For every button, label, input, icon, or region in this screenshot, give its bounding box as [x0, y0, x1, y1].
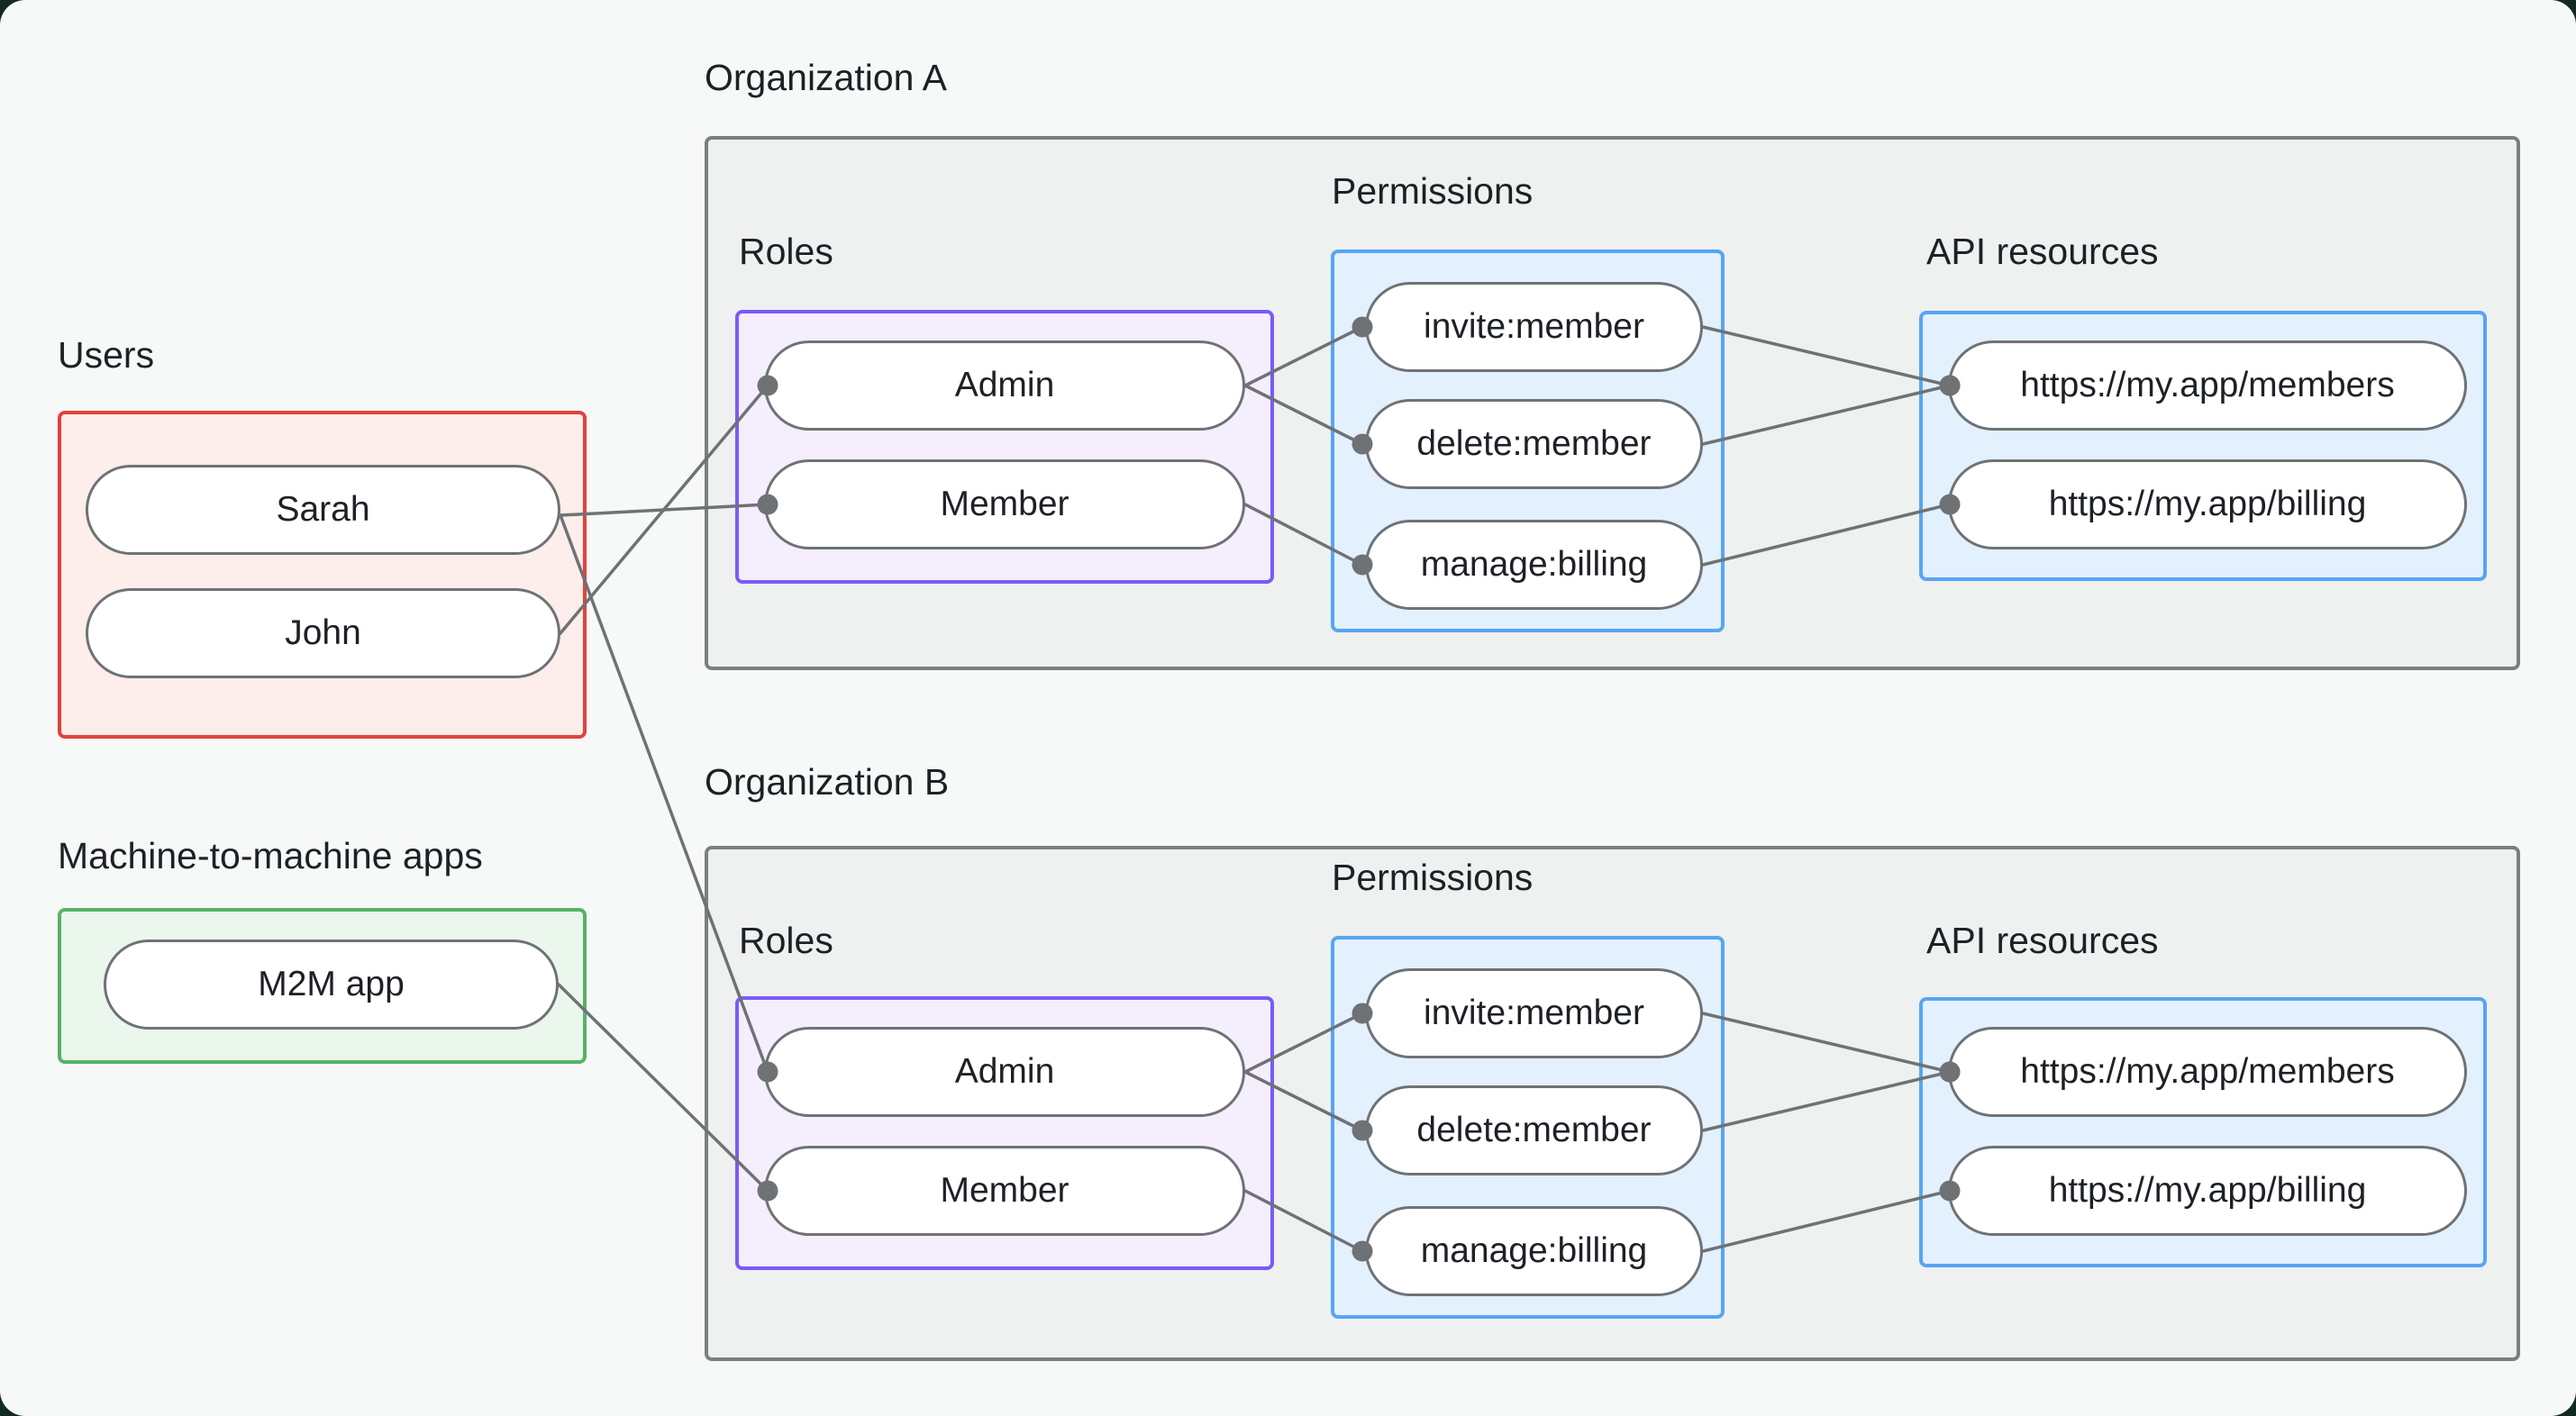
- org-b-role-member: Member: [764, 1146, 1245, 1236]
- org-a-api-members-label: https://my.app/members: [2020, 366, 2395, 404]
- users-group-label: Users: [58, 334, 155, 376]
- m2m-app-node: M2M app: [104, 939, 559, 1030]
- org-b-permission-delete-label: delete:member: [1416, 1111, 1652, 1149]
- org-a-permission-invite-label: invite:member: [1424, 307, 1644, 346]
- org-a-api-billing: https://my.app/billing: [1948, 459, 2467, 549]
- user-node-sarah: Sarah: [86, 465, 560, 555]
- org-a-roles-label: Roles: [739, 231, 833, 272]
- org-b-permission-delete: delete:member: [1365, 1085, 1703, 1175]
- org-b-api-members: https://my.app/members: [1948, 1027, 2467, 1117]
- org-b-title: Organization B: [705, 761, 950, 803]
- org-a-permission-delete-label: delete:member: [1416, 424, 1652, 463]
- org-a-role-member: Member: [764, 459, 1245, 549]
- org-a-permissions-label: Permissions: [1332, 170, 1534, 212]
- org-b-role-admin-label: Admin: [954, 1052, 1055, 1091]
- org-b-permissions-label: Permissions: [1332, 857, 1534, 898]
- org-b-permission-manage: manage:billing: [1365, 1206, 1703, 1296]
- m2m-group-label: Machine-to-machine apps: [58, 835, 483, 876]
- user-node-john-label: John: [285, 613, 361, 652]
- org-b-api-billing: https://my.app/billing: [1948, 1146, 2467, 1236]
- org-a-api-label: API resources: [1926, 231, 2159, 272]
- org-b-permission-manage-label: manage:billing: [1420, 1231, 1648, 1270]
- org-a-title: Organization A: [705, 57, 947, 98]
- users-zone: [58, 411, 587, 739]
- user-node-john: John: [86, 588, 560, 678]
- org-b-api-billing-label: https://my.app/billing: [2048, 1171, 2367, 1210]
- org-a-permission-manage: manage:billing: [1365, 520, 1703, 610]
- org-a-role-admin-label: Admin: [954, 366, 1055, 404]
- org-a-permission-delete: delete:member: [1365, 399, 1703, 489]
- user-node-sarah-label: Sarah: [276, 490, 370, 529]
- org-a-api-members: https://my.app/members: [1948, 340, 2467, 431]
- m2m-app-node-label: M2M app: [258, 965, 405, 1003]
- org-a-api-billing-label: https://my.app/billing: [2048, 485, 2367, 523]
- org-a-permission-invite: invite:member: [1365, 282, 1703, 372]
- org-b-role-member-label: Member: [940, 1171, 1070, 1210]
- org-a-permission-manage-label: manage:billing: [1420, 545, 1648, 584]
- org-b-api-members-label: https://my.app/members: [2020, 1052, 2395, 1091]
- org-b-role-admin: Admin: [764, 1027, 1245, 1117]
- org-b-api-label: API resources: [1926, 920, 2159, 961]
- org-b-permission-invite: invite:member: [1365, 968, 1703, 1058]
- org-a-role-admin: Admin: [764, 340, 1245, 431]
- org-a-role-member-label: Member: [940, 485, 1070, 523]
- org-b-permission-invite-label: invite:member: [1424, 994, 1644, 1032]
- org-b-roles-label: Roles: [739, 920, 833, 961]
